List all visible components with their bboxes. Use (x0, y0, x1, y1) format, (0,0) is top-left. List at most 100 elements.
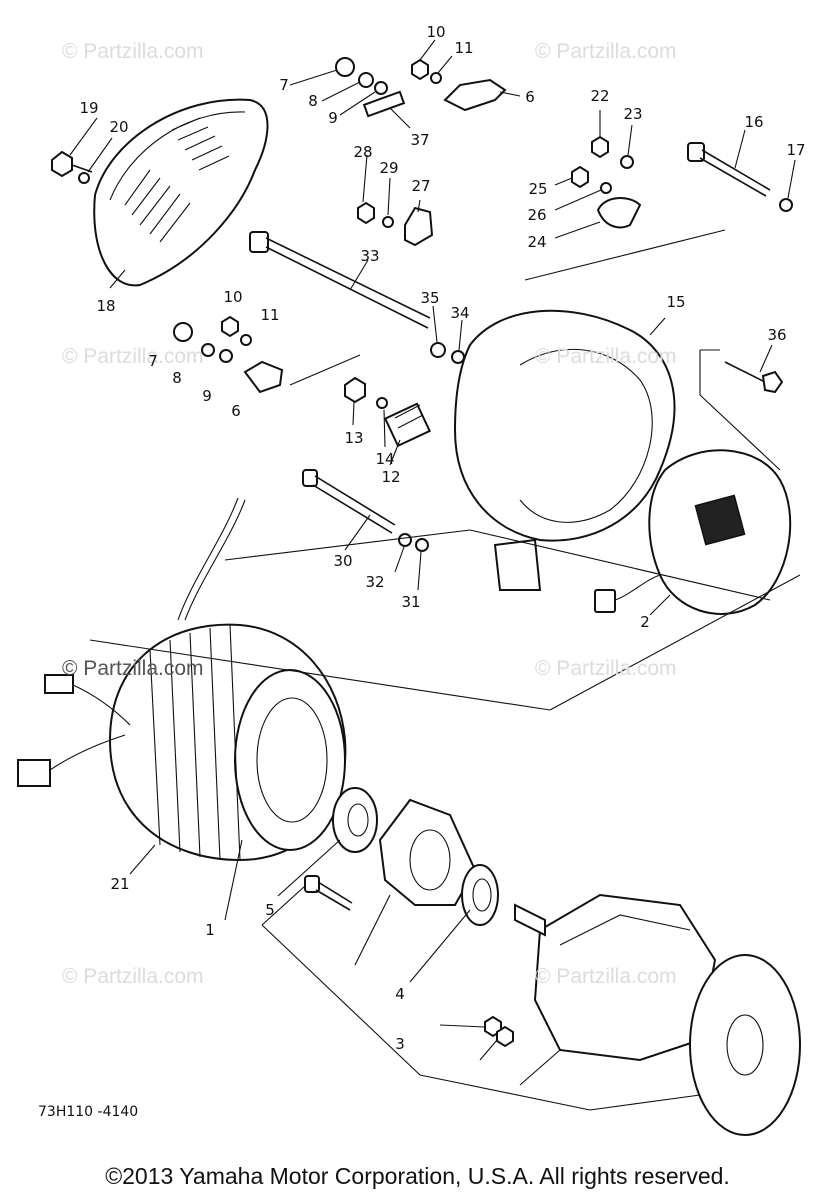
callout-10-mid: 10 (223, 288, 243, 306)
callout-18: 18 (96, 297, 116, 315)
callout-2: 2 (640, 613, 650, 631)
washer-29-part (382, 216, 394, 228)
callout-9-mid: 9 (202, 387, 212, 405)
callout-15: 15 (666, 293, 686, 311)
callout-8-mid: 8 (172, 369, 182, 387)
bolt-7-top-part (335, 57, 355, 77)
callout-21: 21 (110, 875, 130, 893)
washer-11-top-part (430, 72, 442, 84)
ring-part (461, 864, 499, 926)
callout-24: 24 (527, 233, 547, 251)
callout-36: 36 (767, 326, 787, 344)
callout-20: 20 (109, 118, 129, 136)
nut-3b-part (496, 1025, 514, 1048)
callout-28: 28 (353, 143, 373, 161)
washer-34-part (451, 350, 465, 364)
nut-10-mid-part (221, 315, 239, 338)
washer-20-part (78, 172, 90, 184)
diagram-code: 73H110 -4140 (38, 1104, 139, 1120)
washer-11-mid-part (240, 334, 252, 346)
rotor-part (378, 798, 477, 906)
callout-3: 3 (395, 1035, 405, 1053)
washer-9-mid-part (219, 349, 233, 363)
bolt-7-mid-part (173, 322, 193, 342)
brush-holder-12-part (383, 402, 431, 448)
washer-35-part (430, 342, 446, 358)
screw-25-part (571, 165, 589, 189)
callout-34: 34 (450, 304, 470, 322)
callout-7-mid: 7 (148, 352, 158, 370)
watermark: © Partzilla.com (62, 40, 204, 63)
rear-housing-part (453, 309, 676, 591)
callout-22: 22 (590, 87, 610, 105)
callout-23: 23 (623, 105, 643, 123)
callout-4: 4 (395, 985, 405, 1003)
washer-9-top-part (374, 81, 388, 95)
callout-1: 1 (205, 921, 215, 939)
washer-17-part (779, 198, 793, 212)
callout-33: 33 (360, 247, 380, 265)
callout-29: 29 (379, 159, 399, 177)
callout-8-top: 8 (308, 92, 318, 110)
callout-35: 35 (420, 289, 440, 307)
callout-5: 5 (265, 901, 275, 919)
callout-26: 26 (527, 206, 547, 224)
plate-37-part (362, 90, 406, 118)
washer-31-part (415, 538, 429, 552)
callout-17: 17 (786, 141, 806, 159)
screw-13-part (344, 376, 366, 404)
bolt-30-part (302, 469, 396, 534)
callout-32: 32 (365, 573, 385, 591)
washer-26-part (600, 182, 612, 194)
callout-9-top: 9 (328, 109, 338, 127)
callout-31: 31 (401, 593, 421, 611)
watermark: © Partzilla.com (62, 345, 204, 368)
callout-7-top: 7 (279, 76, 289, 94)
callout-19: 19 (79, 99, 99, 117)
fan-cover-part (93, 98, 269, 287)
screw-28-part (357, 201, 375, 225)
nut-10-top-part (411, 58, 429, 81)
watermark: © Partzilla.com (62, 965, 204, 988)
copyright-notice: ©2013 Yamaha Motor Corporation, U.S.A. A… (105, 1163, 730, 1189)
callout-11-top: 11 (454, 39, 474, 57)
washer-32-part (398, 533, 412, 547)
callout-30: 30 (333, 552, 353, 570)
callout-13: 13 (344, 429, 364, 447)
through-bolt-33-part (249, 231, 431, 329)
callout-10-top: 10 (426, 23, 446, 41)
watermark: © Partzilla.com (535, 40, 677, 63)
leader-lines (69, 39, 801, 1111)
callout-16: 16 (744, 113, 764, 131)
watermark: © Partzilla.com (535, 345, 677, 368)
stator-part (17, 497, 347, 862)
screw-22-part (591, 135, 609, 159)
bearing-part (332, 787, 378, 853)
washer-8-mid-part (201, 343, 215, 357)
clamp-24-part (596, 197, 642, 229)
flywheel-part (689, 954, 801, 1136)
watermark: © Partzilla.com (62, 657, 204, 680)
bolt-36-part (724, 361, 784, 394)
field-coil-part (594, 449, 792, 615)
washer-23-part (620, 155, 634, 169)
clamp-27-part (404, 206, 434, 247)
callout-27: 27 (411, 177, 431, 195)
bracket-6-mid-part (243, 360, 284, 394)
callout-14: 14 (375, 450, 395, 468)
callout-12: 12 (381, 468, 401, 486)
bolt-3-part (304, 875, 353, 911)
callout-37: 37 (410, 131, 430, 149)
washer-8-top-part (358, 72, 374, 88)
callout-25: 25 (528, 180, 548, 198)
bolt-19-part (51, 150, 93, 178)
bolt-16-part (687, 142, 771, 197)
washer-14-part (376, 397, 388, 409)
callout-6-mid: 6 (231, 402, 241, 420)
watermark: © Partzilla.com (535, 657, 677, 680)
callout-11-mid: 11 (260, 306, 280, 324)
watermark: © Partzilla.com (535, 965, 677, 988)
bracket-6-top-part (443, 78, 507, 112)
